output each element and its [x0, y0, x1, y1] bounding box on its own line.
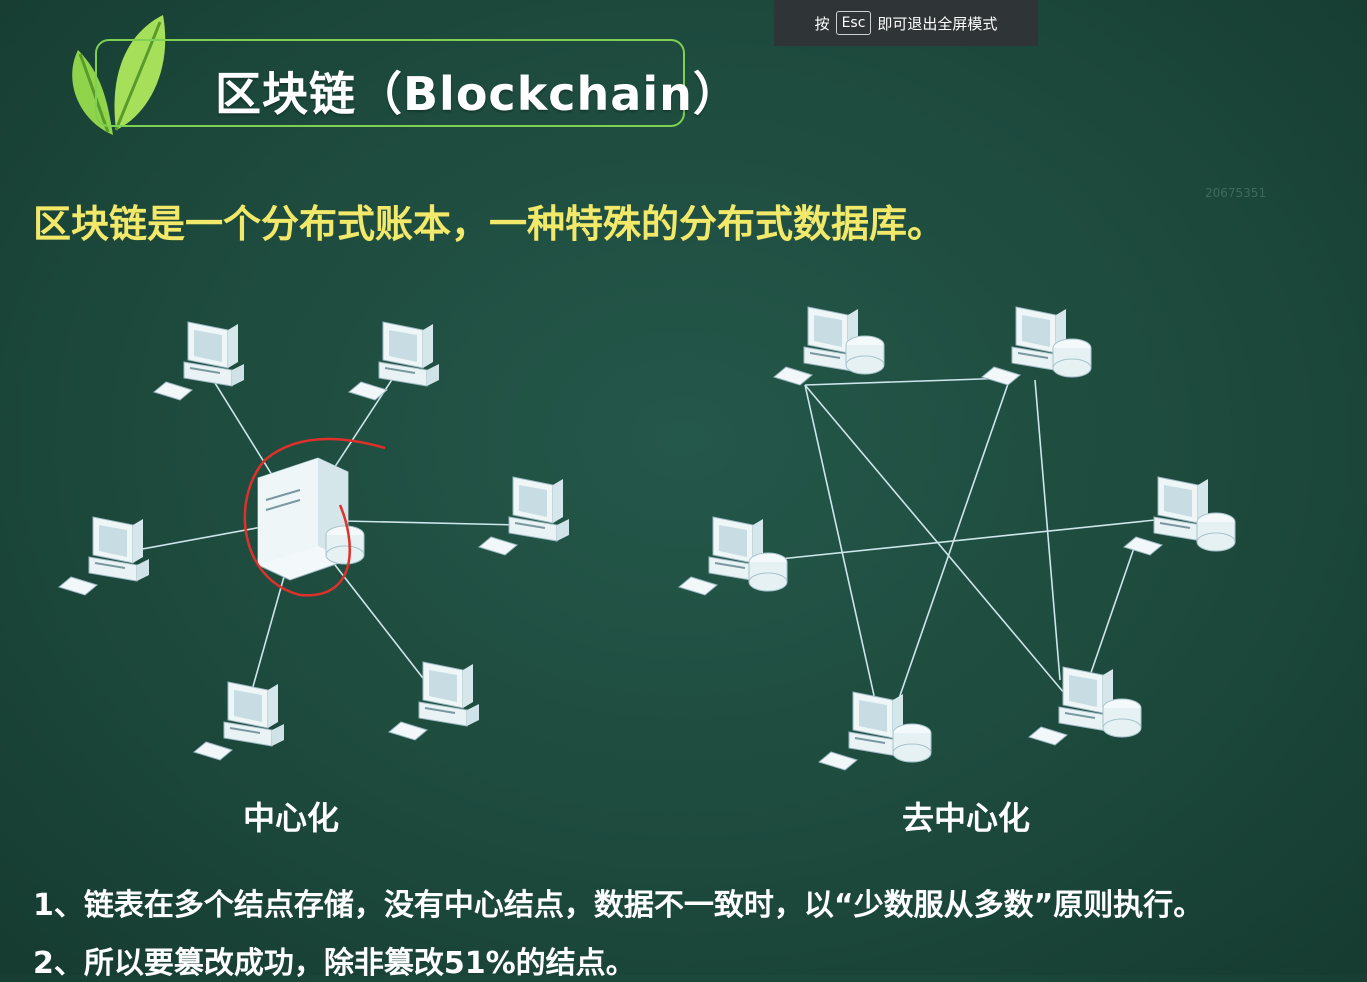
computer-icon [153, 321, 245, 401]
decentralized-label: 去中心化 [902, 799, 1031, 837]
note-2: 2、所以要篡改成功，除非篡改51%的结点。 [33, 946, 636, 981]
note-1: 1、链表在多个结点存储，没有中心结点，数据不一致时，以“少数服从多数”原则执行。 [33, 888, 1204, 923]
database-icon [1196, 512, 1236, 552]
database-icon [325, 525, 365, 565]
computer-icon [348, 321, 440, 401]
computer-icon [388, 661, 480, 741]
slide-subtitle: 区块链是一个分布式账本，一种特殊的分布式数据库。 [33, 202, 946, 246]
esc-key-badge: Esc [835, 11, 872, 35]
computer-icon [478, 476, 570, 556]
hint-prefix: 按 [814, 14, 830, 33]
hint-suffix: 即可退出全屏模式 [877, 14, 998, 33]
computer-icon [58, 516, 150, 596]
computer-icon [193, 681, 285, 761]
database-icon [748, 552, 788, 592]
watermark: 20675351 [1205, 186, 1267, 200]
database-icon [845, 335, 885, 375]
centralized-label: 中心化 [243, 799, 340, 837]
database-icon [1102, 698, 1142, 738]
annotation-circle [243, 437, 386, 597]
title-frame [95, 39, 685, 127]
decentralized-links [769, 377, 1156, 711]
slide-title: 区块链（Blockchain） [215, 67, 740, 121]
database-icon [892, 723, 932, 763]
fullscreen-exit-hint: 按 Esc 即可退出全屏模式 [774, 0, 1038, 46]
database-icon [1052, 338, 1092, 378]
